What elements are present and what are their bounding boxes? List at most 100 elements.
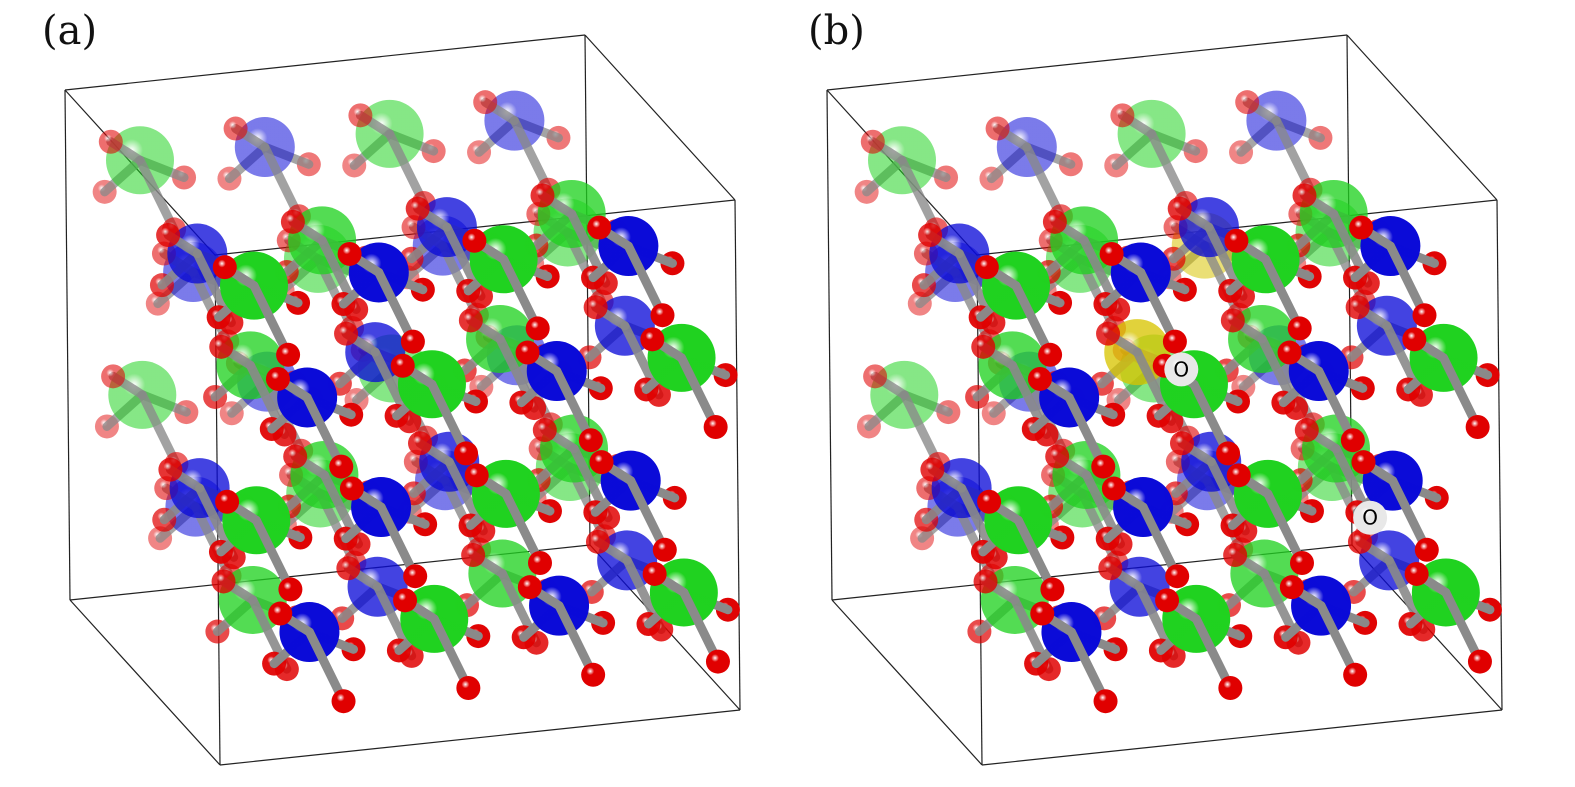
oxygen-atom [515,340,540,365]
oxygen-atom [268,601,293,626]
oxygen-atom [1093,689,1118,714]
unit-cell-edge [1496,199,1503,711]
oxygen-atom [1402,327,1427,352]
oxygen-atom [1343,662,1368,687]
oxygen-atom [1223,543,1248,568]
bond [1271,116,1315,195]
unit-cell-edge [219,709,741,766]
oxygen-atom [1279,575,1304,600]
oxygen-atom [158,457,183,482]
oxygen-atom [1155,588,1180,613]
oxygen-atom [215,489,240,514]
oxygen-atom [530,183,555,208]
bond [190,502,235,581]
bond [623,241,667,320]
oxygen-atom [403,564,428,589]
oxygen-atom [405,196,430,221]
bond [1189,379,1233,458]
oxygen-atom [212,255,237,280]
bond [1147,129,1191,208]
oxygen-atom [977,489,1002,514]
oxygen-atom [331,689,356,714]
bond [1316,601,1360,680]
oxygen-atom [528,551,552,575]
bond [501,489,545,568]
panel-b-label: (b) [808,8,865,54]
oxygen-atom [1165,564,1190,589]
bond [1439,353,1483,432]
bond [1263,489,1307,568]
bond [1022,142,1066,221]
bond [1013,515,1057,594]
oxygen-atom [1110,103,1135,128]
unit-cell-edge [584,34,736,201]
oxygen-atom [1045,444,1070,469]
oxygen-atom [985,116,1010,141]
oxygen-atom [1216,441,1241,466]
bond [429,614,473,693]
oxygen-atom [525,316,550,341]
oxygen-atom [589,450,614,475]
oxygen-atom [1349,215,1374,240]
oxygen-atom [920,457,945,482]
bond [626,476,670,555]
unit-cell-edge [826,34,1348,91]
oxygen-atom [640,327,665,352]
oxygen-atom [1220,308,1245,333]
oxygen-atom [1030,601,1055,626]
panel-b-structure [826,34,1503,766]
oxygen-atom [860,129,885,154]
oxygen-atom [265,366,290,391]
oxygen-atom [642,561,667,586]
oxygen-atom [1414,537,1439,562]
unit-cell-edge [831,599,983,766]
unit-cell-edge [64,34,586,91]
oxygen-atom [1218,676,1243,700]
oxygen-atom [1277,340,1302,365]
bond [427,379,471,458]
oxygen-atom [156,223,181,248]
oxygen-atom [973,569,998,594]
oxygen-atom [408,431,432,456]
oxygen-atom [1412,303,1437,328]
unit-cell-edge [826,89,833,601]
bond [952,502,997,581]
oxygen-atom [1162,329,1187,354]
bond [1011,281,1055,360]
oxygen-atom [863,364,888,389]
oxygen-atom [971,334,996,359]
vacancy-label: O [1173,357,1189,381]
oxygen-atom [585,529,610,554]
oxygen-atom [464,463,489,488]
bond [304,627,349,706]
oxygen-atom [705,649,730,674]
vacancy-overlay: OO [1164,352,1388,535]
oxygen-atom [1287,316,1312,341]
oxygen-atom [1465,415,1490,439]
oxygen-atom [456,676,481,700]
oxygen-atom [587,215,612,240]
bond [1138,502,1182,581]
oxygen-atom [337,241,362,266]
oxygen-atom [1098,556,1123,581]
oxygen-atom [461,543,486,568]
oxygen-atom [462,228,487,253]
oxygen-atom [1101,476,1126,501]
oxygen-vacancy [1353,500,1388,535]
bond [440,475,484,554]
oxygen-atom [454,441,479,466]
oxygen-atom [650,303,675,328]
oxygen-atom [101,364,126,389]
bond [679,587,723,667]
oxygen-atom [1170,431,1194,456]
oxygen-atom [1042,209,1067,234]
oxygen-atom [280,209,305,234]
oxygen-atom [276,342,301,367]
bond [554,601,598,680]
unit-cell-edge [1346,34,1498,201]
oxygen-atom [329,454,354,479]
oxygen-atom [223,116,248,141]
unit-cell-edge [64,89,71,601]
oxygen-atom [1226,463,1251,488]
